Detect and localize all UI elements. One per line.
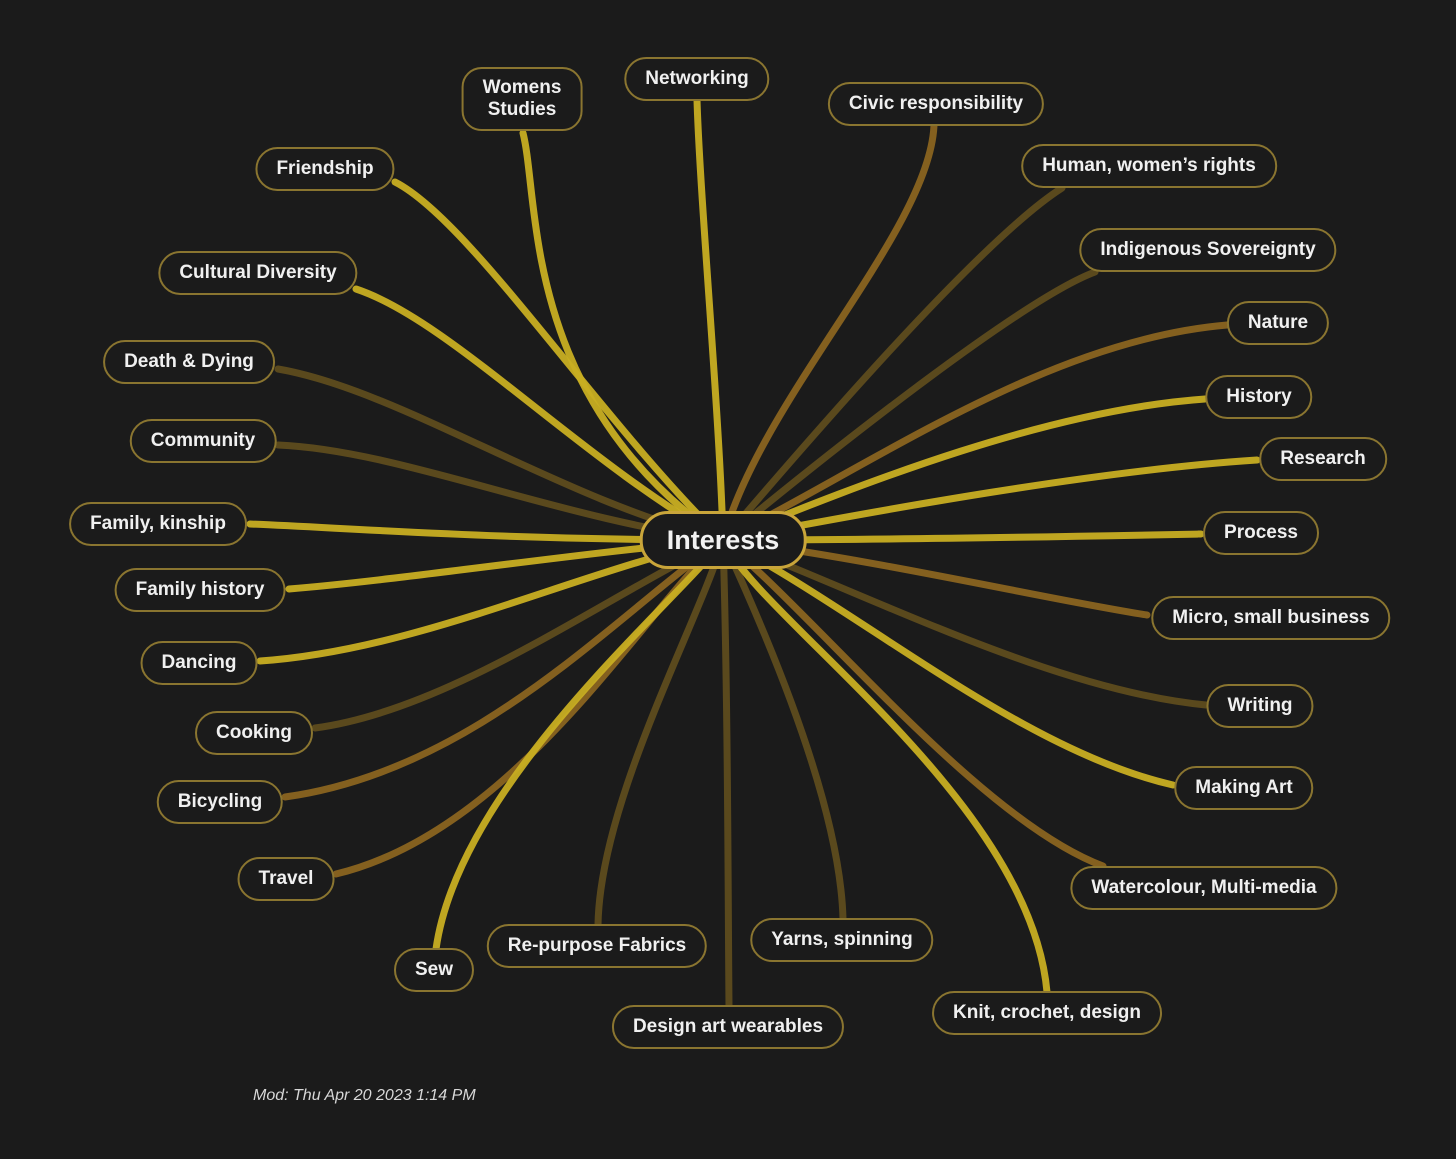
node-family-kinship[interactable]: Family, kinship [69,502,247,546]
node-research[interactable]: Research [1259,437,1387,481]
node-repurpose-fabrics[interactable]: Re-purpose Fabrics [486,924,708,968]
connector-sew [432,536,727,953]
connector-cultural-diversity [352,285,727,544]
connector-design-art-wearables [719,536,733,1010]
connector-bicycling [281,536,727,801]
connector-networking [693,96,727,544]
node-process[interactable]: Process [1203,511,1319,555]
node-knit-crochet-design[interactable]: Knit, crochet, design [932,991,1162,1035]
node-networking[interactable]: Networking [624,57,770,101]
node-death-dying[interactable]: Death & Dying [103,340,275,384]
node-human-womens-rights[interactable]: Human, women’s rights [1021,144,1277,188]
node-cultural-diversity[interactable]: Cultural Diversity [158,251,358,295]
connector-friendship [391,178,727,544]
node-sew[interactable]: Sew [393,948,475,992]
node-community[interactable]: Community [129,419,277,463]
node-friendship[interactable]: Friendship [255,147,395,191]
modified-timestamp: Mod: Thu Apr 20 2023 1:14 PM [253,1087,476,1104]
node-bicycling[interactable]: Bicycling [156,780,284,824]
node-indigenous-sovereignty[interactable]: Indigenous Sovereignty [1079,228,1337,272]
node-womens-studies[interactable]: Womens Studies [461,67,583,131]
node-cooking[interactable]: Cooking [195,711,313,755]
node-micro-small-business[interactable]: Micro, small business [1151,596,1391,640]
connector-knit-crochet-design [719,536,1051,996]
connector-yarns-spinning [719,536,847,923]
connector-indigenous-sovereignty [719,268,1099,544]
connector-family-kinship [246,520,727,544]
node-dancing[interactable]: Dancing [140,641,258,685]
node-yarns-spinning[interactable]: Yarns, spinning [750,918,934,962]
node-travel[interactable]: Travel [237,857,335,901]
node-watercolour-multimedia[interactable]: Watercolour, Multi-media [1070,866,1338,910]
connector-nature [719,321,1231,544]
node-nature[interactable]: Nature [1226,301,1330,345]
node-making-art[interactable]: Making Art [1174,766,1314,810]
connector-womens-studies [519,129,727,544]
connector-watercolour-multimedia [719,536,1107,870]
connector-making-art [719,536,1177,789]
central-topic[interactable]: Interests [639,511,807,569]
connector-civic-responsibility [719,121,938,544]
node-writing[interactable]: Writing [1206,684,1314,728]
node-design-art-wearables[interactable]: Design art wearables [611,1005,845,1049]
node-family-history[interactable]: Family history [114,568,286,612]
node-civic-responsibility[interactable]: Civic responsibility [827,82,1045,126]
connector-repurpose-fabrics [594,536,727,929]
connector-human-womens-rights [719,184,1066,544]
node-history[interactable]: History [1205,375,1313,419]
